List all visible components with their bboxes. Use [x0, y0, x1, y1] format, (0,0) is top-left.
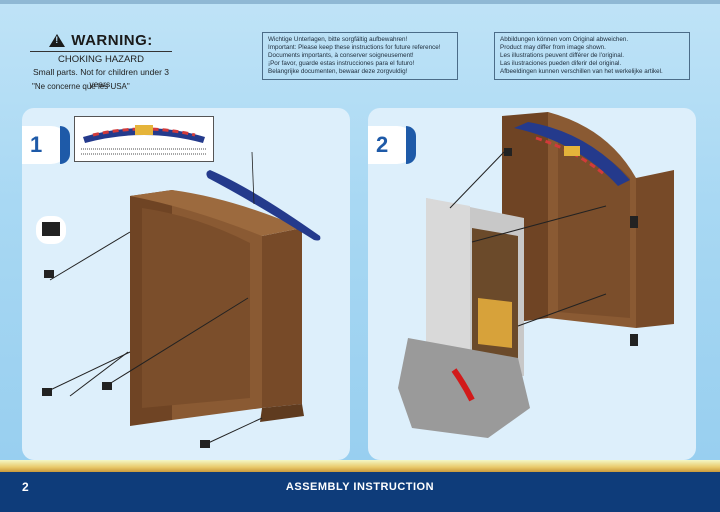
footer-bar: 2 ASSEMBLY INSTRUCTION	[0, 472, 720, 512]
info-line: Wichtige Unterlagen, bitte sorgfältig au…	[268, 36, 408, 43]
footer-gold-band	[0, 460, 720, 472]
step-2-illustration	[398, 112, 674, 438]
info-line: Important: Please keep these instruction…	[268, 44, 441, 51]
info-box-keep-instructions: Wichtige Unterlagen, bitte sorgfältig au…	[262, 32, 458, 80]
top-strip	[0, 0, 720, 4]
info-line: Product may differ from image shown.	[500, 44, 606, 51]
sticker-sheet	[74, 116, 214, 162]
step-2-number: 2	[376, 132, 389, 157]
step-1-number: 1	[30, 132, 43, 157]
warning-divider	[30, 51, 172, 52]
warning-choking: CHOKING HAZARD	[57, 54, 145, 65]
footer-title: ASSEMBLY INSTRUCTION	[285, 481, 435, 493]
step-1-panel: 1	[22, 108, 350, 460]
info-line: Les illustrations peuvent différer de l'…	[500, 52, 624, 59]
info-line: Abbildungen können vom Original abweiche…	[500, 36, 629, 43]
step-1-badge: 1	[22, 126, 70, 164]
step-2-badge: 2	[368, 126, 416, 164]
info-line: Las ilustraciones pueden diferir del ori…	[500, 60, 622, 67]
info-line: Afbeeldingen kunnen verschillen van het …	[500, 68, 663, 75]
warning-block: WARNING: CHOKING HAZARD Small parts. Not…	[30, 32, 172, 90]
step-1-illustration	[36, 151, 321, 448]
warning-title: WARNING:	[71, 32, 153, 49]
warning-usa-note: "Ne concerne que les USA"	[32, 82, 130, 91]
info-line: Belangrijke documenten, bewaar deze zorg…	[268, 68, 408, 75]
step-2-panel: 2	[368, 108, 696, 460]
info-box-image-differ: Abbildungen können vom Original abweiche…	[494, 32, 690, 80]
sticker-banner-illustration	[81, 125, 207, 155]
info-line: ¡Por favor, guarde estas instrucciones p…	[268, 60, 415, 67]
warning-small-parts: Small parts. Not for children under 3 ye…	[32, 67, 170, 89]
info-line: Documents importants, à conserver soigne…	[268, 52, 414, 59]
page-number: 2	[22, 480, 29, 494]
warning-triangle-icon	[49, 34, 66, 47]
warning-heading: WARNING:	[30, 32, 172, 49]
